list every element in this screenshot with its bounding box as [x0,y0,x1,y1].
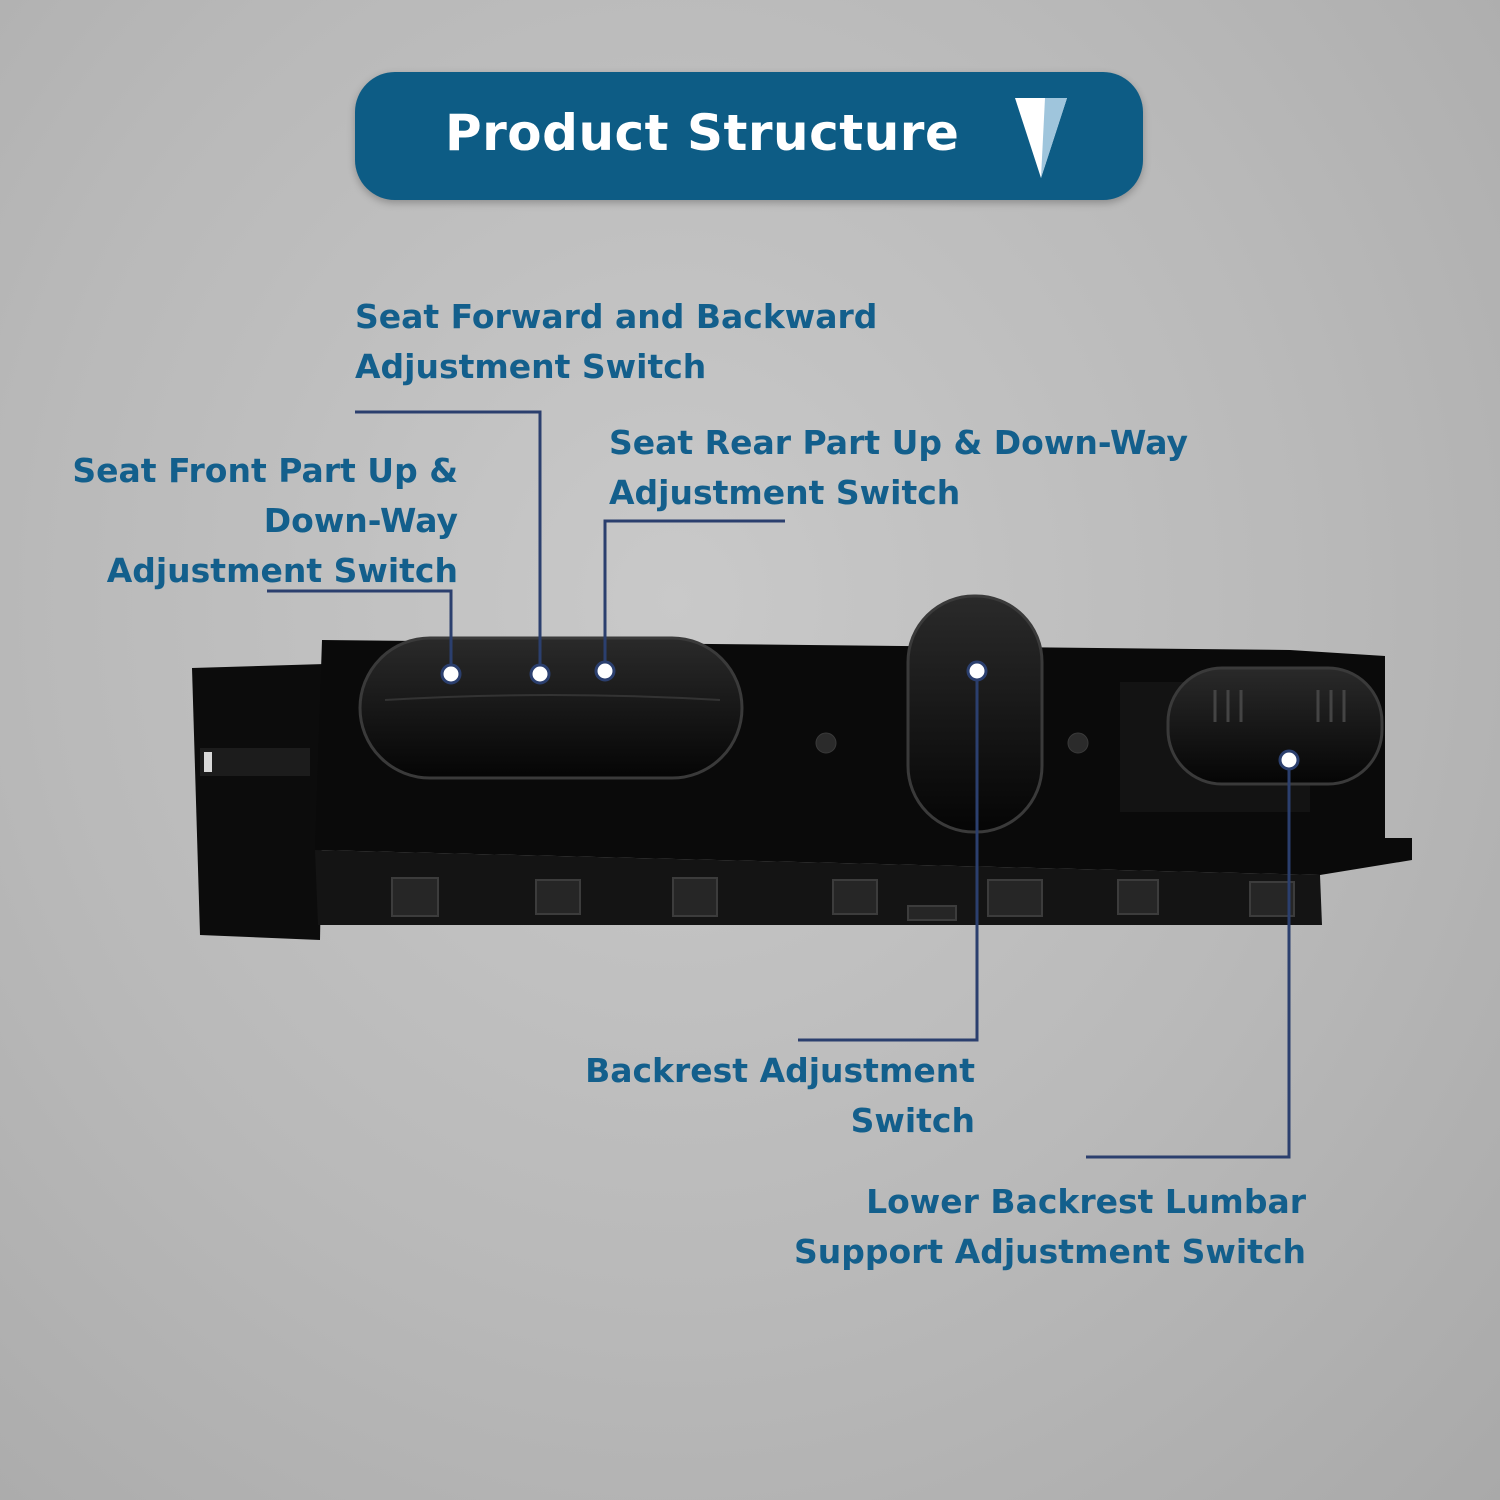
leader-line-backrest [798,671,979,1042]
page-title: Product Structure [445,104,960,162]
callout-line: Switch [850,1101,975,1140]
lumbar-grip-ribs [1213,690,1346,722]
leader-lines [267,410,1291,1159]
callout-line: Seat Front Part Up & [72,451,458,490]
backrest-knob [906,594,1044,834]
callout-line: Down-Way [263,501,458,540]
callout-line: Seat Rear Part Up & Down-Way [609,423,1189,462]
left-connector [192,664,325,940]
callout-backrest: Backrest Adjustment Switch [585,1046,975,1146]
callout-line: Adjustment Switch [106,551,458,590]
seat-switch-assembly [192,594,1412,940]
leader-line-seat-rear-up-down [603,519,785,671]
marker-dot [440,663,462,685]
callout-seat-rear-up-down: Seat Rear Part Up & Down-Way Adjustment … [609,418,1188,518]
front-clips [391,877,1295,921]
callout-line: Lower Backrest Lumbar [866,1182,1306,1221]
callout-seat-forward-backward: Seat Forward and Backward Adjustment Swi… [355,292,877,392]
callout-line: Adjustment Switch [355,347,707,386]
lumbar-knob [1166,666,1384,786]
leader-line-seat-forward-backward [355,410,542,674]
marker-dot [966,660,988,682]
callout-line: Backrest Adjustment [585,1051,975,1090]
connector-slot [200,748,310,776]
connector-pin [204,752,212,772]
seat-knob [358,636,744,780]
callout-line: Seat Forward and Backward [355,297,878,336]
callout-lumbar: Lower Backrest Lumbar Support Adjustment… [794,1177,1306,1277]
marker-dot [529,663,551,685]
marker-dots [440,660,1300,771]
mount-hole [1067,732,1089,754]
callout-line: Adjustment Switch [609,473,961,512]
leader-line-lumbar [1086,760,1291,1159]
callout-seat-front-up-down: Seat Front Part Up & Down-Way Adjustment… [72,446,458,596]
title-banner: Product Structure [355,72,1143,200]
marker-dot [594,660,616,682]
callout-line: Support Adjustment Switch [793,1232,1306,1271]
leader-line-seat-front-up-down [267,589,453,674]
chevron-down-icon [1015,98,1067,178]
mount-hole [815,732,837,754]
marker-dot [1278,749,1300,771]
